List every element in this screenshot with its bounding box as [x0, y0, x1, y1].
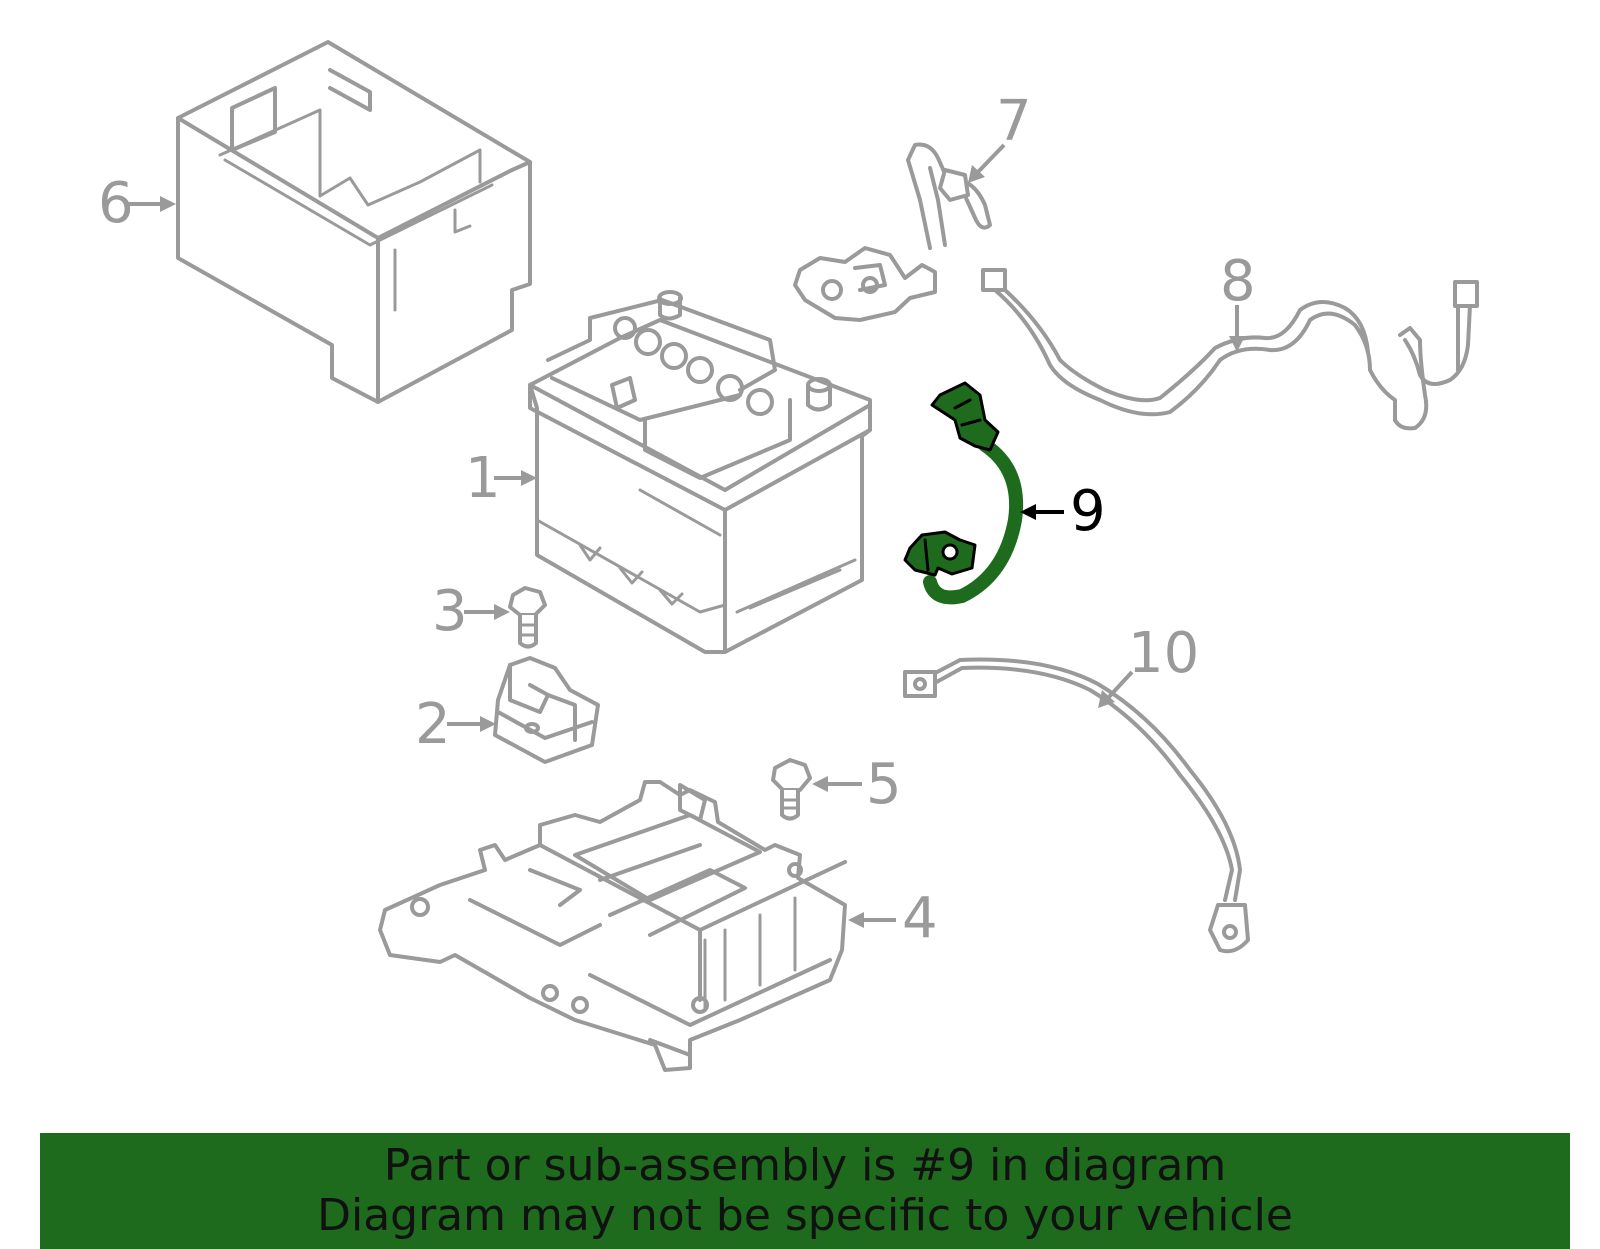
svg-text:9: 9	[1070, 479, 1106, 544]
info-banner: Part or sub-assembly is #9 in diagram Di…	[40, 1133, 1570, 1249]
callout-2: 2	[415, 692, 496, 757]
svg-text:6: 6	[98, 171, 134, 236]
part-10-ground-cable[interactable]	[903, 657, 1250, 954]
callout-10: 10	[1098, 621, 1199, 708]
svg-text:7: 7	[996, 89, 1032, 154]
svg-text:10: 10	[1128, 621, 1199, 686]
part-8-wiring-harness[interactable]	[981, 268, 1479, 431]
part-3-bolt[interactable]	[508, 586, 547, 649]
part-4-battery-tray[interactable]	[378, 780, 847, 1072]
callout-1: 1	[465, 446, 537, 511]
banner-line-1: Part or sub-assembly is #9 in diagram	[383, 1140, 1227, 1191]
callout-9: 9	[1020, 479, 1106, 544]
part-2-hold-down-clamp[interactable]	[493, 656, 600, 764]
banner-line-2: Diagram may not be specific to your vehi…	[317, 1190, 1293, 1241]
svg-text:4: 4	[902, 886, 938, 951]
svg-text:5: 5	[866, 752, 902, 817]
part-1-battery[interactable]	[528, 290, 872, 654]
callout-7: 7	[968, 89, 1032, 183]
part-6-battery-box[interactable]	[176, 40, 532, 404]
part-7-positive-terminal-cable[interactable]	[793, 142, 992, 322]
callout-5: 5	[812, 752, 902, 817]
callout-3: 3	[432, 579, 510, 644]
callout-4: 4	[848, 886, 938, 951]
part-9-battery-cable-highlighted[interactable]	[903, 381, 1024, 605]
svg-text:8: 8	[1220, 249, 1256, 314]
part-5-bolt[interactable]	[771, 758, 812, 821]
callout-6: 6	[98, 171, 176, 236]
parts-diagram: 6 7 8 1 9 3 10 2 5 4	[98, 40, 1479, 1072]
svg-text:3: 3	[432, 579, 468, 644]
callout-8: 8	[1220, 249, 1256, 352]
svg-text:2: 2	[415, 692, 451, 757]
